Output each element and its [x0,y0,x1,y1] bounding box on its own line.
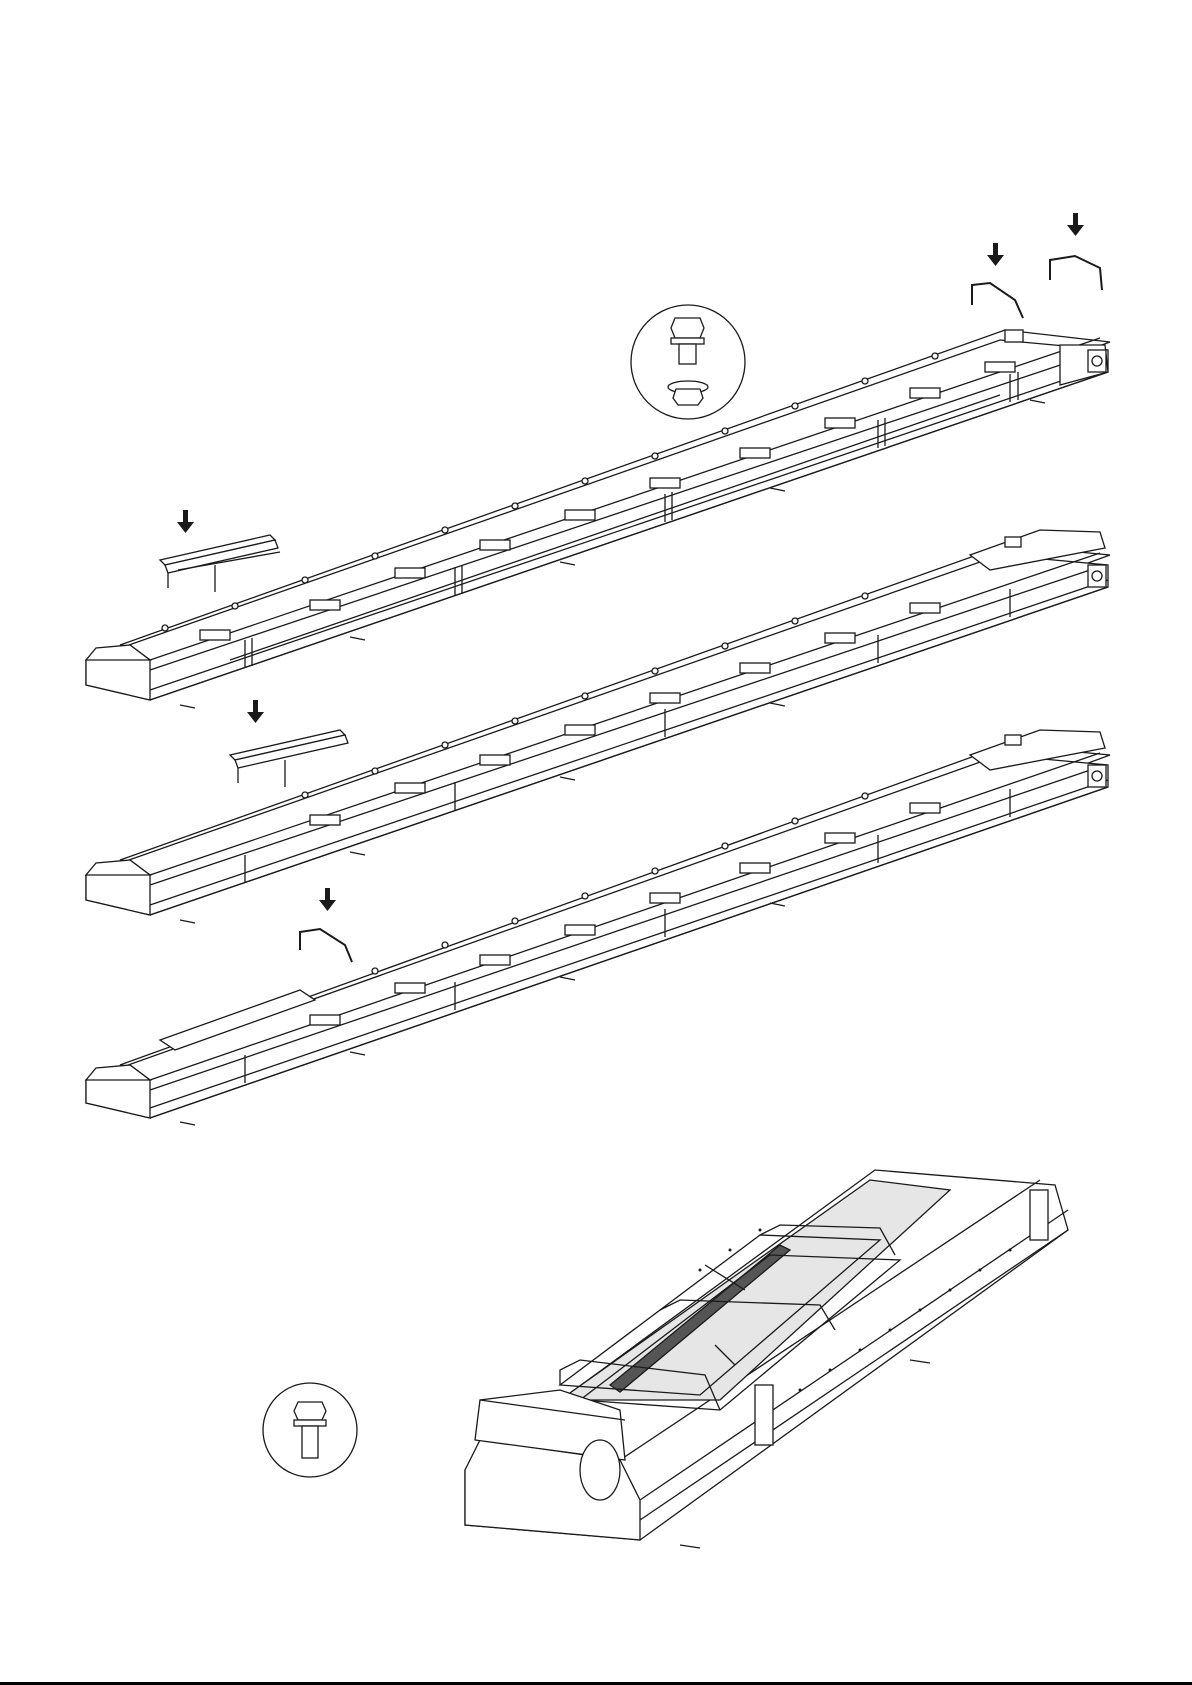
detail-view [465,1170,1068,1548]
down-arrow-icon [247,700,264,723]
side-rail-part [230,730,348,787]
hardware-callout [263,1383,357,1477]
conveyor-step-1 [86,330,1110,708]
conveyor-step-3 [86,730,1110,1125]
arch-bracket-part [300,929,352,962]
end-arch-bracket [972,256,1102,318]
conveyor-step-2 [86,530,1110,923]
side-rail-part [160,535,280,592]
down-arrow-icon [177,510,194,533]
hardware-callout [631,305,745,419]
down-arrow-icon [319,888,336,911]
